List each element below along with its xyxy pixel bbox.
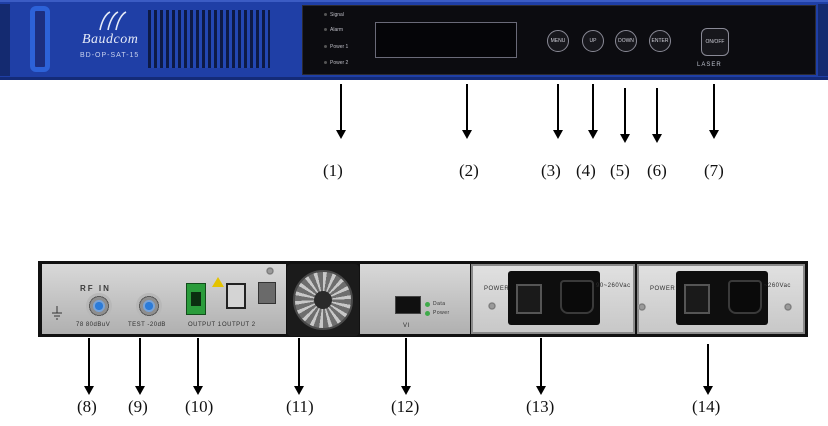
led-signal: Signal xyxy=(324,12,344,18)
baudcom-logo-icon xyxy=(99,11,127,31)
callout-label-5: (5) xyxy=(610,161,630,180)
callout-label-1: (1) xyxy=(323,161,343,180)
callout-label-10: (10) xyxy=(185,397,214,416)
laser-onoff-button[interactable]: ON/OFF xyxy=(701,28,729,56)
optical-output-1-connector[interactable] xyxy=(186,283,206,315)
left-handle xyxy=(30,6,50,72)
callout-label-13: (13) xyxy=(526,397,555,416)
psu2-power-label: POWER xyxy=(650,286,676,292)
callout-arrow-7 xyxy=(713,84,715,130)
power-led xyxy=(425,311,430,316)
output-1-label: OUTPUT 1 xyxy=(188,322,222,328)
callout-arrow-11 xyxy=(298,338,300,386)
rj45-label: VI xyxy=(403,323,410,329)
screw-icon xyxy=(488,302,496,310)
test-port-connector[interactable] xyxy=(136,293,162,319)
menu-button[interactable]: MENU xyxy=(547,30,569,52)
callout-arrowhead-14 xyxy=(703,386,713,395)
screw-icon xyxy=(784,303,792,311)
laser-warning-icon xyxy=(212,277,224,287)
led-power-2: Power 2 xyxy=(324,60,348,66)
callout-arrow-2 xyxy=(466,84,468,130)
callout-label-11: (11) xyxy=(286,397,314,416)
callout-arrow-13 xyxy=(540,338,542,386)
led-power-1: Power 1 xyxy=(324,44,348,50)
psu2-voltage-rating: ~260Vac xyxy=(764,283,791,289)
psu1-voltage-rating: 90~260Vac xyxy=(596,283,631,289)
callout-arrowhead-4 xyxy=(588,130,598,139)
callout-label-12: (12) xyxy=(391,397,420,416)
callout-arrow-1 xyxy=(340,84,342,130)
callout-arrow-8 xyxy=(88,338,90,386)
callout-arrowhead-9 xyxy=(135,386,145,395)
psu2-power-switch[interactable] xyxy=(684,284,710,314)
lcd-display xyxy=(375,22,517,58)
left-rack-ear xyxy=(0,4,10,76)
psu1-power-switch[interactable] xyxy=(516,284,542,314)
laser-label: LASER xyxy=(697,62,722,68)
optical-output-2-connector[interactable] xyxy=(226,283,246,309)
callout-arrow-3 xyxy=(557,84,559,130)
callout-label-6: (6) xyxy=(647,161,667,180)
psu1-ac-inlet[interactable] xyxy=(560,280,594,314)
screw-icon xyxy=(638,303,646,311)
callout-label-7: (7) xyxy=(704,161,724,180)
down-button[interactable]: DOWN xyxy=(615,30,637,52)
callout-arrowhead-11 xyxy=(294,386,304,395)
led-alarm: Alarm xyxy=(324,27,343,33)
power-led-label: Power xyxy=(433,310,450,316)
brand-name: Baudcom xyxy=(82,32,139,47)
data-led xyxy=(425,302,430,307)
test-port-label: TEST -20dB xyxy=(128,322,166,328)
callout-arrow-12 xyxy=(405,338,407,386)
callout-arrowhead-10 xyxy=(193,386,203,395)
cooling-fan-icon xyxy=(293,270,353,330)
rf-in-label: RF IN xyxy=(80,284,111,293)
psu2-ac-inlet[interactable] xyxy=(728,280,762,314)
data-led-label: Data xyxy=(433,301,446,307)
up-button[interactable]: UP xyxy=(582,30,604,52)
callout-arrowhead-7 xyxy=(709,130,719,139)
callout-arrowhead-5 xyxy=(620,134,630,143)
callout-arrowhead-1 xyxy=(336,130,346,139)
callout-arrowhead-3 xyxy=(553,130,563,139)
callout-arrowhead-8 xyxy=(84,386,94,395)
callout-arrow-6 xyxy=(656,88,658,134)
enter-button[interactable]: ENTER xyxy=(649,30,671,52)
psu1-power-label: POWER xyxy=(484,286,510,292)
callout-arrow-10 xyxy=(197,338,199,386)
callout-label-2: (2) xyxy=(459,161,479,180)
callout-arrowhead-13 xyxy=(536,386,546,395)
model-number: BD-OP-SAT-15 xyxy=(80,52,140,59)
callout-label-8: (8) xyxy=(77,397,97,416)
ventilation-grille xyxy=(148,10,270,68)
rj45-port[interactable] xyxy=(395,296,421,314)
output-2-label: OUTPUT 2 xyxy=(222,322,256,328)
callout-label-14: (14) xyxy=(692,397,721,416)
callout-arrow-4 xyxy=(592,84,594,130)
callout-arrowhead-6 xyxy=(652,134,662,143)
optical-adapter-clip xyxy=(258,282,276,304)
screw-icon xyxy=(266,267,274,275)
callout-arrow-14 xyxy=(707,344,709,386)
ground-icon xyxy=(52,306,62,320)
callout-arrow-9 xyxy=(139,338,141,386)
rf-in-connector[interactable] xyxy=(86,293,112,319)
callout-arrow-5 xyxy=(624,88,626,134)
callout-arrowhead-2 xyxy=(462,130,472,139)
fan-hub xyxy=(314,291,332,309)
callout-arrowhead-12 xyxy=(401,386,411,395)
callout-label-4: (4) xyxy=(576,161,596,180)
callout-label-9: (9) xyxy=(128,397,148,416)
callout-label-3: (3) xyxy=(541,161,561,180)
right-rack-ear xyxy=(818,4,828,76)
rf-in-level-label: 78 80dBuV xyxy=(76,322,111,328)
